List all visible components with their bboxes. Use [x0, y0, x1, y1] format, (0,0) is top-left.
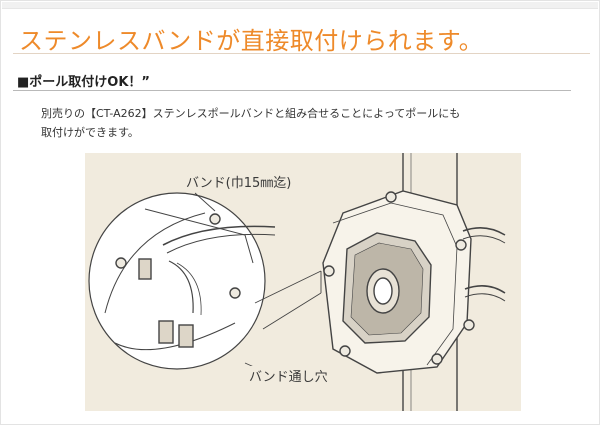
band-width-callout: バンド(巾15㎜迄)	[184, 172, 294, 191]
page-title: ステンレスバンドが直接取付けられます。	[19, 27, 484, 55]
section-divider	[13, 90, 571, 91]
description-line-1: 別売りの【CT-A262】ステンレスポールバンドと組み合せることによってポールに…	[41, 107, 461, 120]
section-description: 別売りの【CT-A262】ステンレスポールバンドと組み合せることによってポールに…	[41, 104, 561, 142]
band-hole-callout: バンド通し穴	[247, 366, 330, 385]
description-line-2: 取付けができます。	[41, 126, 139, 139]
title-divider	[13, 53, 590, 54]
product-illustration: バンド(巾15㎜迄) バンド通し穴	[85, 153, 521, 411]
top-stripe	[2, 2, 598, 9]
section-heading: ■ポール取付けOK！”	[17, 75, 150, 90]
pole-mount-drawing	[88, 153, 506, 411]
